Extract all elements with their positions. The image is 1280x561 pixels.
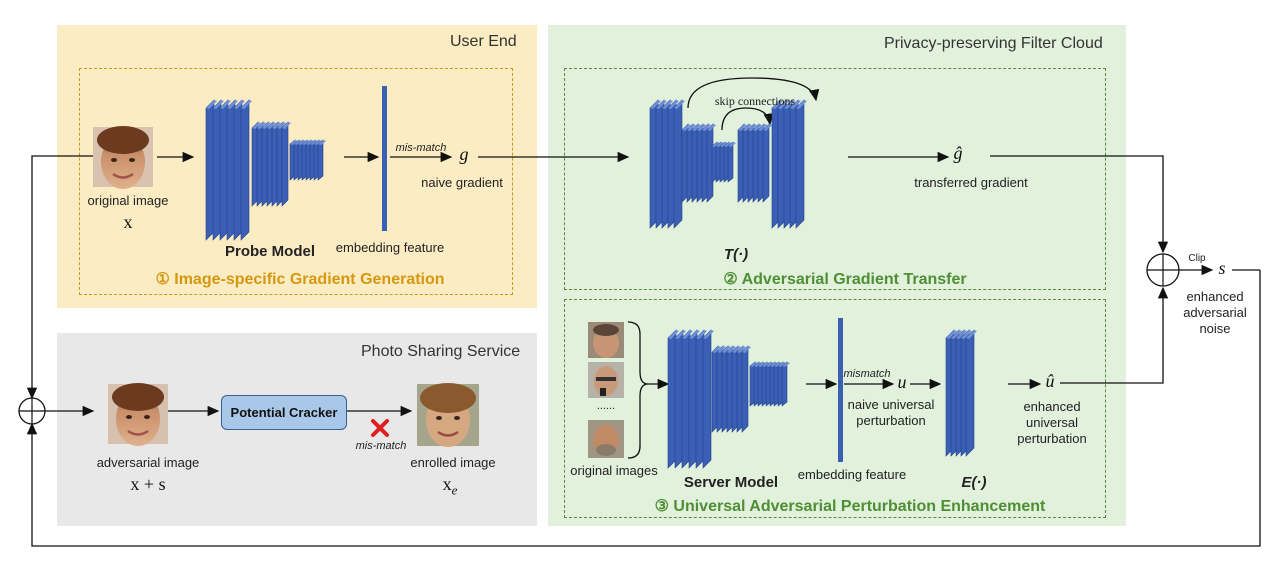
layer-1-6 <box>281 121 291 207</box>
noise-label-1: enhanced <box>1186 289 1244 304</box>
arrow-uhat-sum <box>1060 286 1169 384</box>
cloud-panel <box>548 25 1126 526</box>
layer-1-2 <box>261 121 271 207</box>
step1-caption: ① Image-specific Gradient Generation <box>155 271 445 288</box>
layer-0-3 <box>688 329 700 469</box>
enhance-network <box>945 329 977 457</box>
layer-1-1 <box>686 123 696 203</box>
layer-3-5 <box>762 123 772 203</box>
layer-0-4 <box>233 99 245 241</box>
probe-model-label: Probe Model <box>224 243 315 260</box>
noise-label-2: adversarial <box>1183 305 1247 320</box>
naive-universal-label-2: perturbation <box>856 413 926 428</box>
layer-0-0 <box>205 99 217 241</box>
layer-4-4 <box>795 99 807 229</box>
embedding-bar-2 <box>838 318 843 462</box>
enrolled-image-face <box>417 383 479 447</box>
layer-0-4 <box>673 99 685 229</box>
layer-0-5 <box>702 329 714 469</box>
layer-1-5 <box>706 123 716 203</box>
skip-arc-inner <box>721 107 774 131</box>
enhanced-universal-label-3: perturbation <box>1017 431 1087 446</box>
arrow-ghat-sum <box>990 155 1169 254</box>
layer-2-8 <box>781 361 790 407</box>
server-model-label: Server Model <box>683 474 779 491</box>
enhanced-universal-label-2: universal <box>1025 415 1079 430</box>
enrolled-image-label: enrolled image <box>410 455 496 470</box>
embedding-feature-label-2: embedding feature <box>797 467 907 482</box>
naive-universal-label-1: naive universal <box>847 397 935 412</box>
layer-1-0 <box>681 123 691 203</box>
step1-box <box>79 68 513 295</box>
s-symbol: s <box>1218 258 1226 278</box>
layer-1-3 <box>696 123 706 203</box>
probe-model-network <box>205 99 326 241</box>
layer-0-4 <box>965 329 977 457</box>
photo-title: Photo Sharing Service <box>361 343 521 360</box>
adversarial-symbol: x + s <box>130 474 166 494</box>
mismatch-label-3: mis-match <box>355 440 407 452</box>
enrolled-x: x <box>442 474 452 494</box>
ghat-symbol: ĝ <box>953 143 963 163</box>
naive-gradient-label: naive gradient <box>421 175 503 190</box>
layer-2-7 <box>317 139 326 181</box>
sample-dots: ...... <box>596 400 616 412</box>
layer-2-4 <box>727 141 736 183</box>
cloud-title: Privacy-preserving Filter Cloud <box>884 35 1103 52</box>
layer-3-4 <box>757 123 767 203</box>
clip-label: Clip <box>1188 253 1206 264</box>
g-symbol: g <box>459 144 469 164</box>
step3-box <box>564 299 1106 518</box>
enhanced-universal-label-1: enhanced <box>1023 399 1081 414</box>
original-image-label: original image <box>87 193 169 208</box>
uhat-symbol: û <box>1045 371 1055 391</box>
layer-1-2 <box>691 123 701 203</box>
mismatch-cross-icon <box>371 419 389 437</box>
sum-circle-left <box>18 397 46 425</box>
sample-face-2 <box>588 362 624 398</box>
sum-circle-right <box>1146 253 1180 287</box>
x-symbol: x <box>123 212 133 232</box>
noise-label-3: noise <box>1199 321 1231 336</box>
transferred-gradient-label: transferred gradient <box>914 175 1028 190</box>
feedback-loop-line <box>26 270 1261 547</box>
step3-caption: ③ Universal Adversarial Perturbation Enh… <box>654 498 1046 515</box>
mismatch-label-2: mismatch <box>843 368 891 380</box>
e-function-label: E(·) <box>961 474 987 491</box>
input-to-sum-line <box>26 155 93 400</box>
server-model-network <box>667 329 790 469</box>
skip-arc-outer <box>687 77 820 109</box>
layer-1-4 <box>731 345 741 433</box>
skip-connections-label: skip connections <box>714 94 796 108</box>
original-images-label: original images <box>570 463 658 478</box>
layer-0-5 <box>240 99 252 241</box>
original-image-face <box>93 126 153 189</box>
layer-1-6 <box>741 345 751 433</box>
embedding-feature-label-1: embedding feature <box>335 240 445 255</box>
embedding-bar-1 <box>382 86 387 231</box>
sample-face-3 <box>588 420 624 458</box>
t-function-label: T(·) <box>723 246 749 263</box>
adversarial-image-label: adversarial image <box>96 455 200 470</box>
images-brace <box>627 321 649 459</box>
enrolled-symbol: xe <box>430 474 470 499</box>
transfer-network <box>649 99 807 229</box>
step2-caption: ② Adversarial Gradient Transfer <box>723 271 967 288</box>
mismatch-label-1: mis-match <box>395 142 447 154</box>
layer-1-4 <box>271 121 281 207</box>
user-end-title: User End <box>450 33 517 50</box>
potential-cracker-box: Potential Cracker <box>221 395 347 430</box>
adversarial-image-face <box>108 383 168 446</box>
enrolled-subscript: e <box>451 482 458 498</box>
step2-box <box>564 68 1106 290</box>
u-symbol: u <box>897 372 907 392</box>
sample-face-1 <box>588 322 624 358</box>
